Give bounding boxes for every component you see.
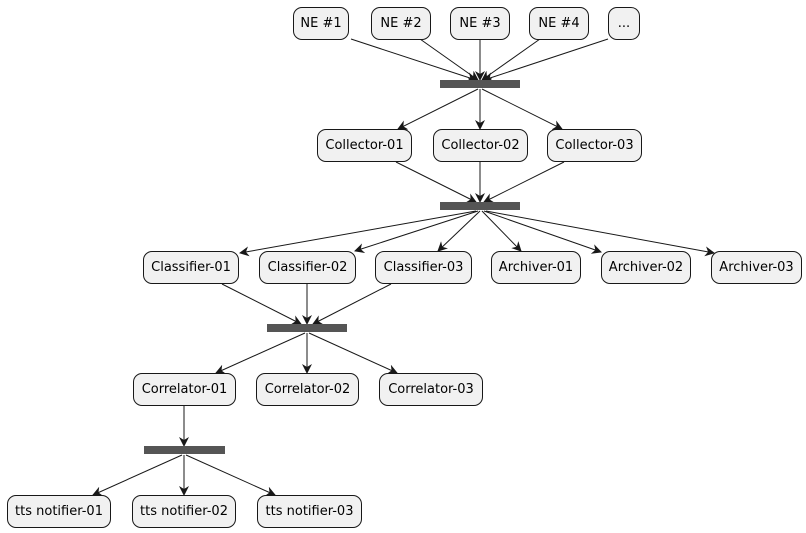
edge-ne1-fork1: [350, 38, 477, 82]
node-collector-03: Collector-03: [547, 129, 642, 162]
fork-bar-4: [144, 446, 225, 454]
node-classifier-02: Classifier-02: [259, 251, 356, 284]
node-collector-02: Collector-02: [433, 129, 528, 162]
node-tts-notifier-03: tts notifier-03: [257, 495, 362, 528]
edge-fork2-archiver03: [485, 210, 715, 257]
node-ne-3: NE #3: [450, 7, 510, 40]
edge-fork2-classifier03: [437, 210, 481, 252]
edge-collector03-fork2: [483, 161, 565, 203]
edge-fork3-correlator03: [308, 332, 398, 374]
edge-fork2-classifier01: [239, 210, 477, 257]
node-ne-1: NE #1: [293, 7, 349, 40]
edge-fork2-classifier02: [354, 210, 479, 253]
node-correlator-02: Correlator-02: [256, 373, 359, 406]
edge-more-fork1: [483, 38, 609, 82]
node-correlator-01: Correlator-01: [133, 373, 236, 406]
edge-fork2-archiver02: [483, 210, 602, 254]
node-tts-notifier-02: tts notifier-02: [132, 495, 236, 528]
node-archiver-02: Archiver-02: [601, 251, 691, 284]
fork-bar-3: [267, 324, 347, 332]
node-ne-more: ...: [608, 7, 640, 40]
node-tts-notifier-01: tts notifier-01: [7, 495, 111, 528]
fork-bar-2: [440, 202, 520, 210]
edge-fork2-archiver01: [481, 210, 522, 252]
node-correlator-03: Correlator-03: [379, 373, 483, 406]
edge-classifier01-fork3: [221, 283, 302, 325]
node-ne-4: NE #4: [529, 7, 589, 40]
edge-fork1-collector03: [481, 88, 563, 130]
node-archiver-03: Archiver-03: [711, 251, 802, 284]
edge-ne4-fork1: [481, 38, 541, 81]
node-collector-01: Collector-01: [317, 129, 412, 162]
edge-fork4-notifier03: [185, 454, 276, 496]
node-archiver-01: Archiver-01: [491, 251, 581, 284]
edge-fork4-notifier01: [92, 454, 183, 496]
node-classifier-03: Classifier-03: [375, 251, 472, 284]
fork-bar-1: [440, 80, 520, 88]
edge-fork3-correlator01: [215, 332, 306, 374]
node-ne-2: NE #2: [371, 7, 431, 40]
edge-classifier03-fork3: [312, 283, 392, 325]
edge-collector01-fork2: [395, 161, 477, 203]
node-classifier-01: Classifier-01: [143, 251, 239, 284]
edge-ne2-fork1: [419, 38, 479, 81]
edge-fork1-collector01: [397, 88, 479, 130]
